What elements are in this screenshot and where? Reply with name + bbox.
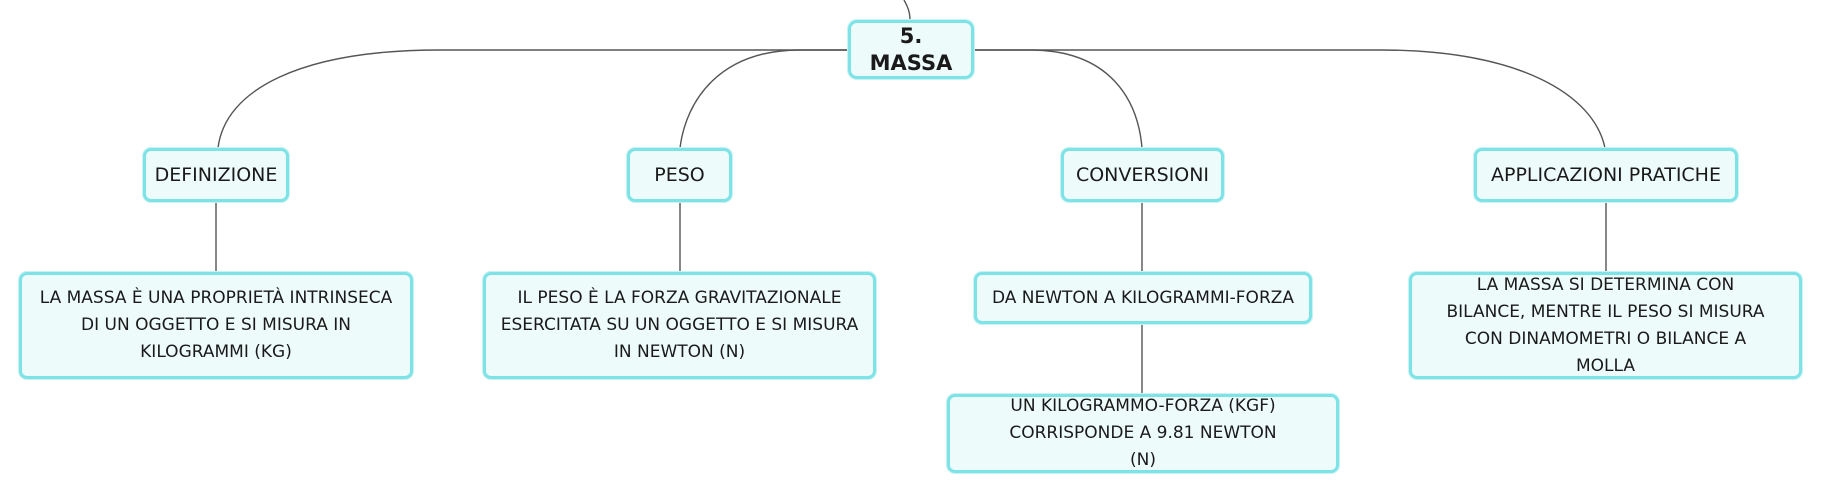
branch-label: PESO — [654, 163, 705, 186]
branch-conversioni[interactable]: CONVERSIONI — [1061, 148, 1224, 202]
leaf-peso[interactable]: IL PESO È LA FORZA GRAVITAZIONALE ESERCI… — [483, 272, 876, 379]
leaf-text: LA MASSA SI DETERMINA CON BILANCE, MENTR… — [1446, 274, 1765, 376]
leaf-text: IL PESO È LA FORZA GRAVITAZIONALE ESERCI… — [500, 288, 859, 362]
leaf-text: UN KILOGRAMMO-FORZA (KGF) CORRISPONDE A … — [1009, 396, 1277, 470]
root-node[interactable]: 5. MASSA — [848, 20, 974, 79]
link-root-applicazioni — [974, 49, 1606, 149]
branch-label: CONVERSIONI — [1075, 163, 1210, 186]
leaf-applicazioni-pratiche[interactable]: LA MASSA SI DETERMINA CON BILANCE, MENTR… — [1409, 272, 1802, 379]
link-root-peso — [679, 49, 848, 149]
link-root-conversioni — [974, 49, 1143, 149]
leaf-text: LA MASSA È UNA PROPRIETÀ INTRINSECA DI U… — [39, 288, 393, 362]
branch-definizione[interactable]: DEFINIZIONE — [143, 148, 289, 202]
branch-label: DEFINIZIONE — [154, 163, 278, 186]
leaf-definizione[interactable]: LA MASSA È UNA PROPRIETÀ INTRINSECA DI U… — [19, 272, 413, 379]
branch-applicazioni-pratiche[interactable]: APPLICAZIONI PRATICHE — [1474, 148, 1738, 202]
leaf-conversioni-1[interactable]: DA NEWTON A KILOGRAMMI-FORZA — [974, 272, 1312, 324]
leaf-text: DA NEWTON A KILOGRAMMI-FORZA — [991, 287, 1295, 308]
link-root-definizione — [217, 49, 848, 149]
branch-label: APPLICAZIONI PRATICHE — [1491, 163, 1721, 186]
leaf-conversioni-2[interactable]: UN KILOGRAMMO-FORZA (KGF) CORRISPONDE A … — [947, 394, 1339, 473]
root-label: 5. MASSA — [869, 23, 953, 75]
branch-peso[interactable]: PESO — [627, 148, 732, 202]
root-parent-link — [903, 0, 911, 21]
